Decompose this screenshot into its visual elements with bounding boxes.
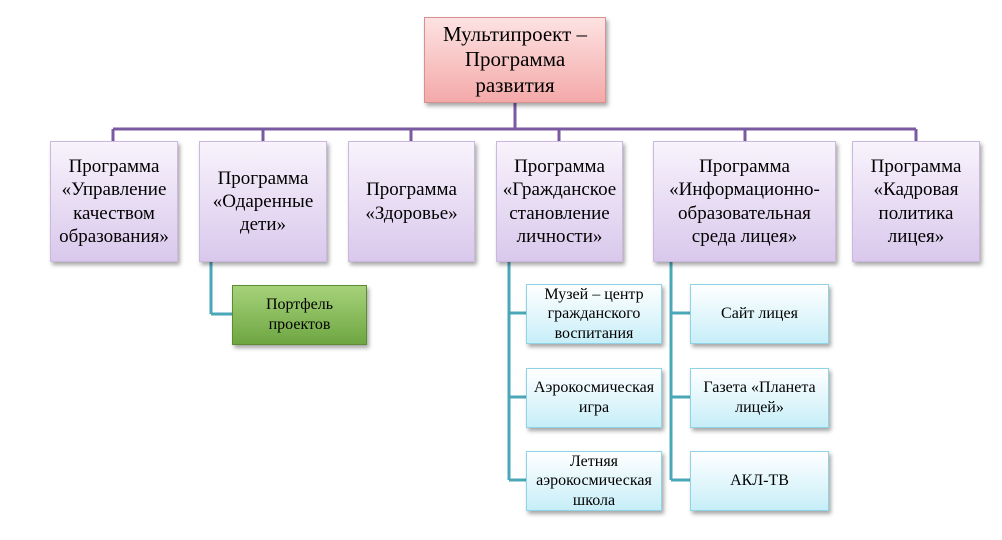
info-subnode-newspaper: Газета «Планета лицей»: [690, 368, 829, 428]
subnode-label: Аэрокосмическая игра: [533, 379, 655, 416]
info-subnode-tv: АКЛ-ТВ: [690, 451, 829, 511]
project-portfolio-label: Портфель проектов: [265, 296, 334, 333]
program-label: Программа «Гражданское становление лично…: [502, 156, 617, 247]
root-node: Мультипроект – Программа развития: [424, 17, 606, 103]
program-personnel-policy: Программа «Кадровая политика лицея»: [852, 141, 980, 262]
root-label: Мультипроект – Программа развития: [442, 21, 588, 97]
subnode-label: Газета «Планета лицей»: [703, 379, 816, 416]
project-portfolio-node: Портфель проектов: [232, 285, 367, 345]
subnode-label: АКЛ-ТВ: [730, 472, 789, 490]
program-label: Программа «Одаренные дети»: [212, 167, 314, 236]
program-info-environment: Программа «Информационно- образовательна…: [653, 141, 836, 262]
program-label: Программа «Кадровая политика лицея»: [870, 156, 962, 247]
program-civic-development: Программа «Гражданское становление лично…: [496, 141, 623, 262]
program-health: Программа «Здоровье»: [348, 141, 475, 262]
civic-subnode-museum: Музей – центр гражданского воспитания: [526, 284, 662, 344]
subnode-label: Сайт лицея: [721, 305, 798, 323]
program-label: Программа «Информационно- образовательна…: [669, 156, 820, 247]
civic-subnode-summer-school: Летняя аэрокосмическая школа: [526, 451, 662, 511]
subnode-label: Музей – центр гражданского воспитания: [544, 285, 644, 342]
program-label: Программа «Здоровье»: [365, 179, 458, 224]
subnode-label: Летняя аэрокосмическая школа: [536, 452, 652, 509]
program-label: Программа «Управление качеством образова…: [59, 156, 169, 247]
civic-subnode-aerospace-game: Аэрокосмическая игра: [526, 368, 662, 428]
program-gifted-children: Программа «Одаренные дети»: [199, 141, 327, 262]
info-subnode-website: Сайт лицея: [690, 284, 829, 344]
program-quality-management: Программа «Управление качеством образова…: [50, 141, 178, 262]
